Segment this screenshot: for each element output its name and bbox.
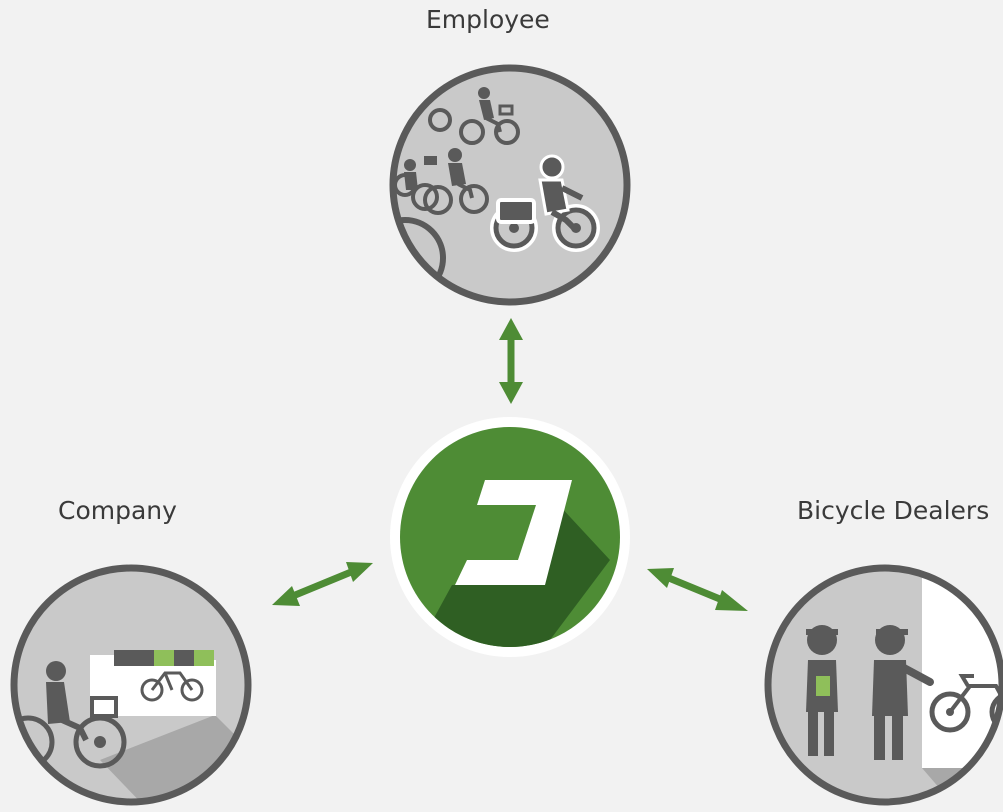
center-logo [390,417,630,657]
cyclists-icon [393,87,600,299]
employee-circle [389,64,631,306]
company-circle [10,564,252,806]
employee-label: Employee [426,5,550,34]
bicycle-dealers-label: Bicycle Dealers [797,496,990,525]
bicycle-dealers-circle [764,564,1003,806]
arrow-employee-logo [499,318,523,404]
company-label: Company [58,496,177,525]
arrow-dealers-logo [647,568,748,611]
arrow-company-logo [272,562,373,606]
